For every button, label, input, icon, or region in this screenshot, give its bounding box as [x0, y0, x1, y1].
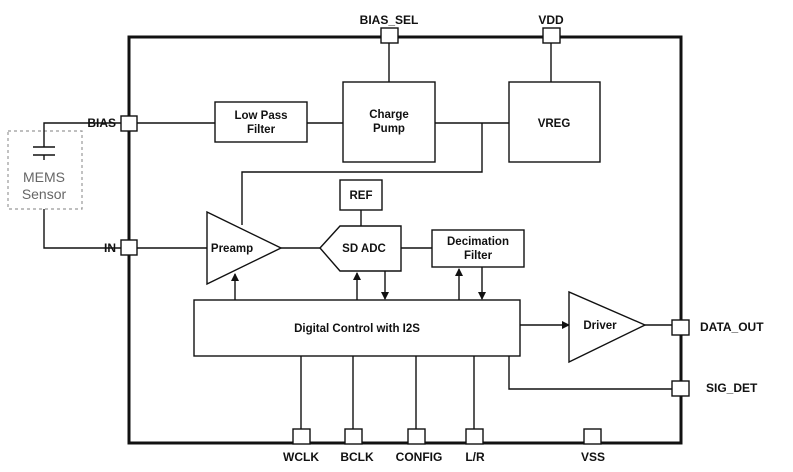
pin-bias-label: BIAS — [87, 116, 116, 130]
pin-wclk-label: WCLK — [283, 450, 319, 464]
decimation-filter-block — [431, 229, 525, 268]
pin-bclk-label: BCLK — [340, 450, 374, 464]
pin-vdd — [542, 27, 561, 44]
wire-ctrl-to-sig-det — [508, 356, 672, 390]
ref-label: REF — [350, 190, 373, 202]
wire-vreg-to-preamp — [241, 123, 483, 225]
digital-control-label: Digital Control with I2S — [294, 323, 420, 335]
charge-pump-label-line2: Pump — [373, 123, 405, 135]
pin-data-out — [671, 319, 690, 336]
pin-bias-sel — [380, 27, 399, 44]
decimation-filter-label-line1: Decimation — [447, 236, 509, 248]
wire-mems-to-in-lower — [43, 209, 121, 249]
pin-vdd-label: VDD — [538, 13, 564, 27]
pin-data-out-label: DATA_OUT — [700, 320, 764, 334]
pin-sig-det — [671, 380, 690, 397]
pin-sig-det-label: SIG_DET — [706, 381, 758, 395]
mems-sensor-box — [7, 130, 83, 210]
mems-label-line1: MEMS — [23, 169, 65, 185]
pin-bias-sel-label: BIAS_SEL — [360, 13, 419, 27]
low-pass-filter-block — [214, 101, 308, 143]
pin-lr — [465, 428, 484, 445]
pin-lr-label: L/R — [465, 450, 485, 464]
charge-pump-label-line1: Charge — [369, 109, 409, 121]
mems-label-line2: Sensor — [22, 186, 67, 202]
preamp-triangle — [206, 210, 283, 286]
wire-mems-to-bias — [43, 122, 121, 147]
pin-bias — [120, 115, 138, 132]
low-pass-filter-label-line2: Filter — [247, 124, 276, 136]
pin-config — [407, 428, 426, 445]
pin-bclk — [344, 428, 363, 445]
low-pass-filter-label-line1: Low Pass — [234, 110, 287, 122]
preamp-label: Preamp — [211, 243, 253, 255]
pin-vss-label: VSS — [581, 450, 605, 464]
sd-adc-label: SD ADC — [342, 243, 386, 255]
pin-in — [120, 239, 138, 256]
charge-pump-block — [342, 81, 436, 163]
sd-adc-block — [319, 225, 402, 272]
digital-control-block — [193, 299, 521, 357]
vreg-label: VREG — [538, 118, 571, 130]
vreg-block — [508, 81, 601, 163]
pin-wclk — [292, 428, 311, 445]
pin-config-label: CONFIG — [396, 450, 443, 464]
decimation-filter-label-line2: Filter — [464, 250, 493, 262]
driver-label: Driver — [583, 320, 617, 332]
driver-triangle — [568, 290, 647, 364]
pin-in-label: IN — [104, 241, 116, 255]
ref-block — [339, 179, 383, 211]
pin-vss — [583, 428, 602, 445]
